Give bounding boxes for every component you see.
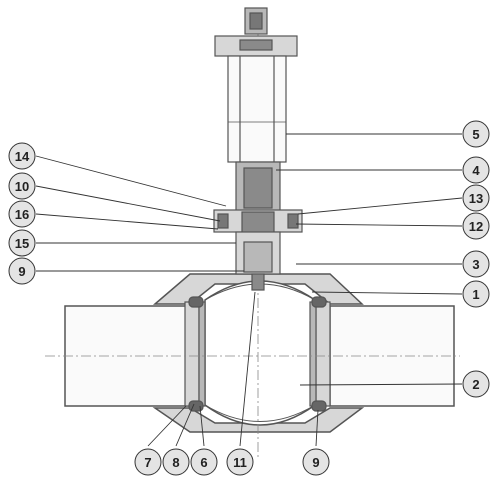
callout-6: 6 [190,448,218,476]
callout-2: 2 [462,370,490,398]
seat-ring-right [309,296,331,412]
callout-13: 13 [462,184,490,212]
svg-text:1: 1 [472,287,479,302]
callout-8: 8 [162,448,190,476]
gland-flange [213,209,303,243]
svg-text:7: 7 [144,455,151,470]
svg-text:3: 3 [472,257,479,272]
callout-16: 16 [8,200,36,228]
callout-14: 14 [8,142,36,170]
svg-text:10: 10 [15,179,29,194]
svg-text:2: 2 [472,377,479,392]
callout-9-bottom: 9 [302,448,330,476]
callout-1: 1 [462,280,490,308]
callout-3: 3 [462,250,490,278]
svg-text:12: 12 [469,219,483,234]
stem-neck [235,231,281,291]
callout-10: 10 [8,172,36,200]
svg-text:9: 9 [312,455,319,470]
callout-4: 4 [462,156,490,184]
svg-text:4: 4 [472,163,480,178]
leader-lines [35,133,463,447]
stem-head [214,7,298,57]
ball [204,280,316,426]
svg-text:15: 15 [15,236,29,251]
svg-text:14: 14 [15,149,30,164]
callout-12: 12 [462,212,490,240]
callout-5: 5 [462,120,490,148]
svg-text:5: 5 [472,127,479,142]
extension-tube [227,55,287,163]
stem-coupling [235,161,281,213]
svg-text:13: 13 [469,191,483,206]
svg-text:9: 9 [18,264,25,279]
callout-15: 15 [8,229,36,257]
svg-text:8: 8 [172,455,179,470]
callout-11: 11 [226,448,254,476]
seat-ring-left [184,296,206,412]
svg-text:11: 11 [233,455,247,470]
callout-7: 7 [134,448,162,476]
svg-text:16: 16 [15,207,29,222]
svg-text:6: 6 [200,455,207,470]
callout-9-left: 9 [8,257,36,285]
